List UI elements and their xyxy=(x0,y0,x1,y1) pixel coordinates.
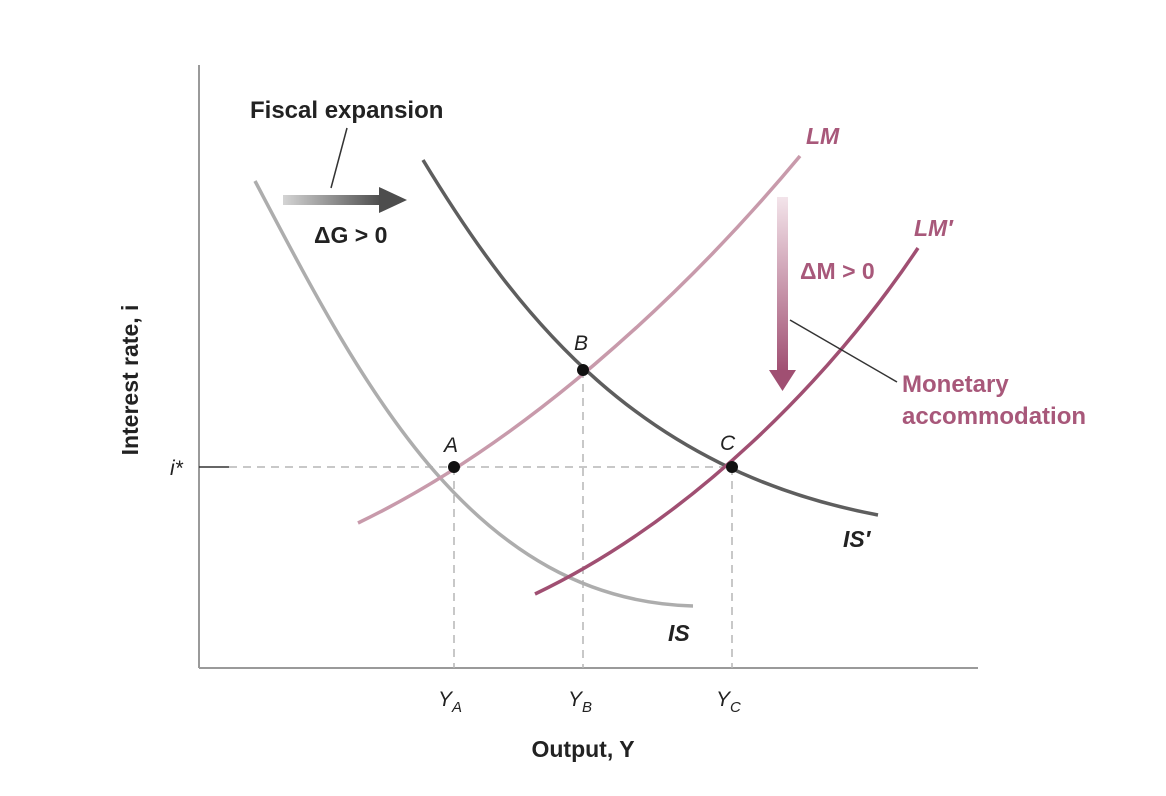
delta-g-label: ΔG > 0 xyxy=(314,222,387,248)
monetary-arrow-shaft xyxy=(777,197,788,372)
ya-tick-label: YA xyxy=(438,688,462,716)
fiscal-arrow-shaft xyxy=(283,195,381,205)
monetary-arrow-head xyxy=(769,370,796,391)
x-axis-title: Output, Y xyxy=(531,736,634,762)
point-b-label: B xyxy=(574,332,588,355)
lm-curve xyxy=(357,154,802,525)
y-axis-title: Interest rate, i xyxy=(117,305,143,456)
monetary-leader xyxy=(789,319,898,383)
is-curve xyxy=(253,180,694,608)
fiscal-expansion-label: Fiscal expansion xyxy=(250,97,443,124)
istar-label: i* xyxy=(170,457,184,480)
fiscal-expansion-leader xyxy=(330,127,348,189)
lm-label: LM xyxy=(806,123,840,149)
point-c-label: C xyxy=(720,432,736,455)
point-b-dot xyxy=(577,364,589,376)
monetary-label-line2: accommodation xyxy=(902,403,1086,430)
monetary-label-line1: Monetary xyxy=(902,371,1009,398)
yc-tick-label: YC xyxy=(716,688,741,716)
point-a-dot xyxy=(448,461,460,473)
delta-m-label: ΔM > 0 xyxy=(800,258,875,284)
is-prime-curve xyxy=(421,159,879,517)
point-a-label: A xyxy=(442,434,458,457)
fiscal-arrow-head xyxy=(379,187,407,213)
is-label: IS xyxy=(668,620,690,646)
is-prime-label: IS′ xyxy=(843,526,872,552)
lm-prime-curve xyxy=(534,247,920,596)
point-c-dot xyxy=(726,461,738,473)
lm-prime-label: LM′ xyxy=(914,215,954,241)
yb-tick-label: YB xyxy=(568,688,592,716)
